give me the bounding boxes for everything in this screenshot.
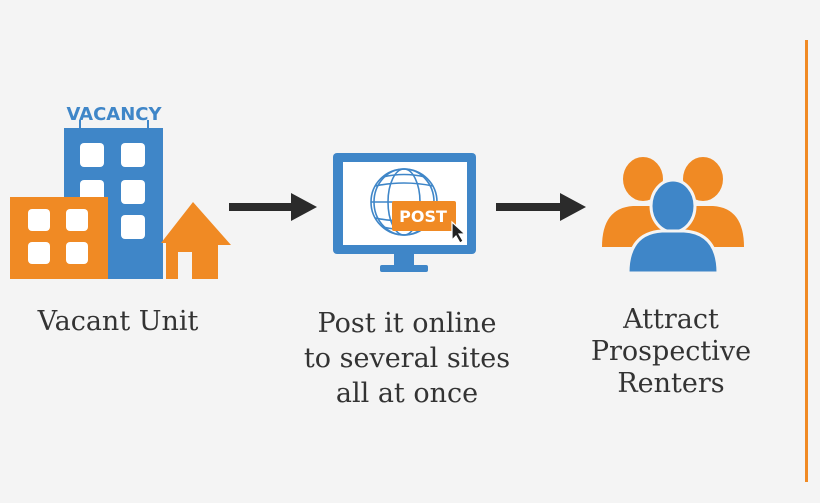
step-1-caption: Vacant Unit — [20, 304, 216, 339]
step-3-caption: Attract Prospective Renters — [570, 304, 772, 400]
caption-line: Renters — [617, 368, 725, 399]
divider-line — [805, 40, 808, 482]
arrow-right-icon — [496, 193, 586, 221]
monitor-globe-icon: POST — [333, 153, 476, 272]
caption-line: Prospective — [590, 336, 752, 367]
caption-line: all at once — [335, 378, 479, 409]
caption-line: Attract — [623, 304, 719, 335]
short-building-windows — [28, 209, 88, 264]
vacancy-sign-text: VACANCY — [66, 104, 162, 125]
people-group-icon — [602, 157, 744, 275]
step-2-caption: Post it online to several sites all at o… — [290, 306, 524, 411]
vacancy-sign: VACANCY — [66, 104, 163, 128]
post-button: POST — [392, 201, 456, 231]
caption-line: to several sites — [303, 343, 511, 374]
arrow-right-icon — [229, 193, 317, 221]
caption-line: Post it online — [317, 308, 497, 339]
building-house-icon: VACANCY — [10, 104, 231, 279]
cursor-icon — [451, 220, 467, 244]
caption-line: Vacant Unit — [37, 306, 199, 337]
house — [161, 202, 231, 279]
person-front — [626, 178, 720, 275]
post-button-text: POST — [399, 207, 447, 226]
short-building — [10, 197, 108, 279]
